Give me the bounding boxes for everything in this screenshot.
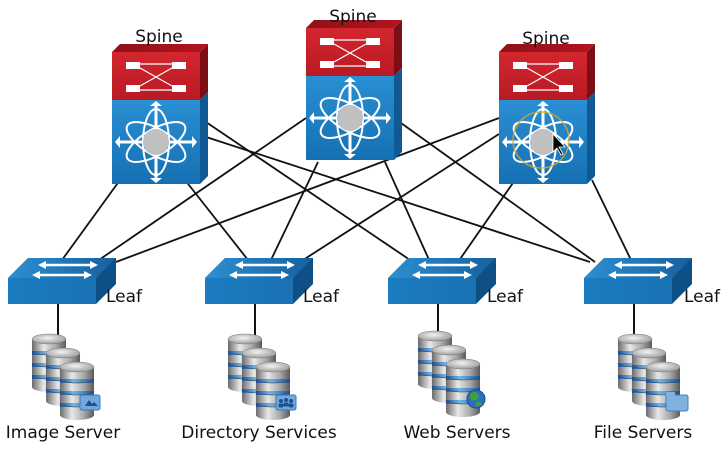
link-line bbox=[184, 179, 249, 261]
link-line bbox=[299, 133, 500, 263]
leaf-switch[interactable]: Leaf bbox=[8, 258, 143, 336]
multilayer-switch-icon bbox=[309, 77, 391, 159]
leaf-label: Leaf bbox=[487, 287, 524, 307]
link-line bbox=[199, 134, 591, 263]
spine-label: Spine bbox=[329, 7, 377, 27]
spine-switch[interactable]: Spine bbox=[112, 27, 208, 184]
image-icon bbox=[79, 394, 101, 411]
servers-layer: Image Server Directory Services Web Server… bbox=[6, 330, 693, 443]
leaf-label: Leaf bbox=[684, 287, 721, 307]
server-stack[interactable]: Web Servers bbox=[403, 330, 511, 443]
server-stack[interactable]: Image Server bbox=[6, 333, 120, 443]
users-icon bbox=[275, 394, 297, 411]
spine-switch[interactable]: Spine bbox=[306, 7, 402, 160]
server-label: File Servers bbox=[594, 423, 693, 443]
server-label: Web Servers bbox=[403, 423, 510, 443]
link-line bbox=[269, 161, 319, 263]
spine-switch[interactable]: Spine bbox=[499, 29, 595, 184]
spine-label: Spine bbox=[522, 29, 570, 49]
server-label: Directory Services bbox=[181, 423, 337, 443]
folder-icon bbox=[665, 392, 689, 412]
link-line bbox=[591, 179, 633, 263]
globe-icon bbox=[466, 389, 486, 409]
leaf-switch[interactable]: Leaf bbox=[205, 258, 340, 336]
link-line bbox=[115, 117, 500, 263]
switch-arrows-icon bbox=[412, 261, 478, 279]
leaf-switch[interactable]: Leaf bbox=[388, 258, 524, 336]
link-line bbox=[393, 117, 596, 263]
server-stack[interactable]: Directory Services bbox=[181, 333, 337, 443]
leaves-layer: Leaf Leaf Leaf Leaf bbox=[8, 258, 721, 336]
database-icon bbox=[617, 333, 681, 420]
link-line bbox=[95, 117, 307, 263]
switch-arrows-icon bbox=[229, 261, 295, 279]
links-layer bbox=[61, 117, 633, 263]
multilayer-switch-icon bbox=[115, 101, 197, 183]
leaf-label: Leaf bbox=[106, 287, 143, 307]
server-label: Image Server bbox=[6, 423, 120, 443]
spine-label: Spine bbox=[135, 27, 183, 47]
leaf-switch[interactable]: Leaf bbox=[584, 258, 721, 336]
leaf-label: Leaf bbox=[303, 287, 340, 307]
link-line bbox=[384, 161, 431, 263]
switch-arrows-icon bbox=[608, 261, 674, 279]
mouse-cursor bbox=[512, 111, 570, 169]
link-line bbox=[61, 179, 121, 261]
switch-arrows-icon bbox=[32, 261, 98, 279]
database-icon bbox=[417, 330, 481, 417]
link-line bbox=[457, 179, 516, 263]
server-stack[interactable]: File Servers bbox=[594, 333, 693, 443]
